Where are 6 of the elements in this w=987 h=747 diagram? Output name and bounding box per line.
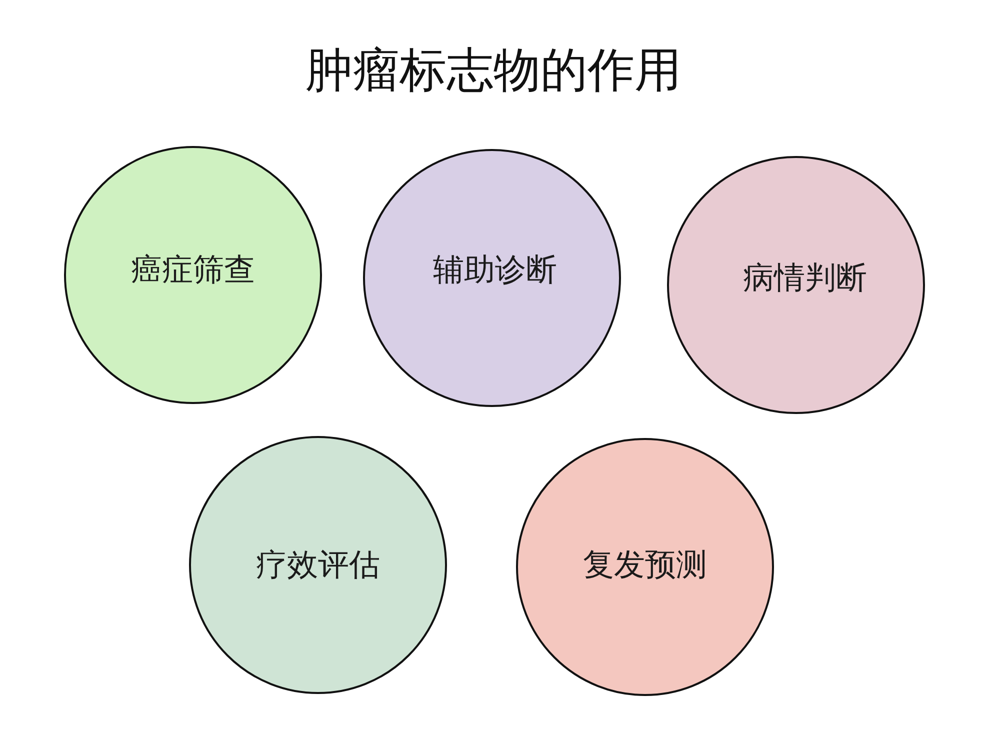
circle-label: 疗效评估 bbox=[256, 546, 380, 585]
circle-label: 辅助诊断 bbox=[433, 251, 557, 290]
circle-label: 病情判断 bbox=[743, 259, 867, 298]
title: 肿瘤标志物的作用 bbox=[304, 42, 682, 100]
circle-label: 复发预测 bbox=[583, 546, 707, 585]
circle-label: 癌症筛查 bbox=[131, 251, 255, 290]
